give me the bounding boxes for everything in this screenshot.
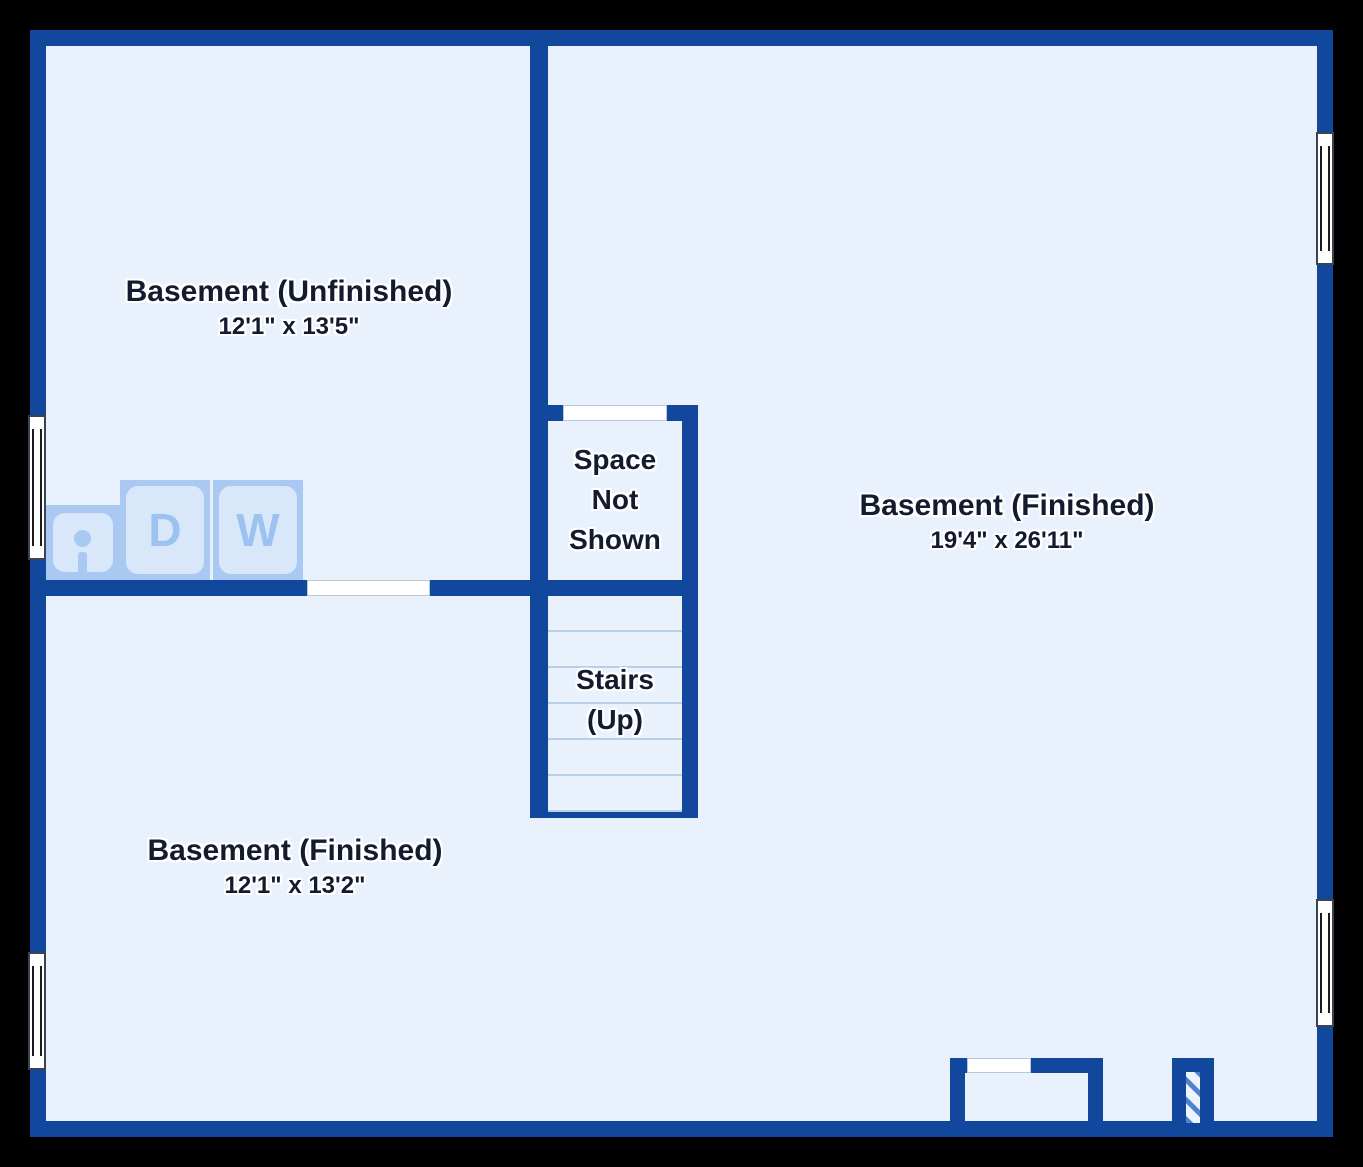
wall-space-not-shown-right (682, 405, 698, 818)
room-label-basement-unfinished: Basement (Unfinished) 12'1" x 13'5" (89, 273, 489, 344)
window-glass (1320, 913, 1330, 1013)
stairs-treads (548, 596, 682, 812)
window-glass (1320, 146, 1330, 251)
utility-sink-icon (46, 505, 120, 580)
wall-closet-left (950, 1058, 965, 1123)
door-jamb-right (1200, 1058, 1214, 1123)
window-right-upper (1316, 132, 1334, 265)
door-opening-closet (967, 1058, 1031, 1073)
room-dimensions: 19'4" x 26'11" (930, 527, 1084, 554)
room-dimensions: 12'1" x 13'2" (224, 872, 366, 899)
wall-exterior-bottom (30, 1121, 1333, 1137)
wall-exterior-top (30, 30, 1333, 46)
room-label-basement-finished-small: Basement (Finished) 12'1" x 13'2" (95, 832, 495, 903)
wall-stairs-bottom (530, 812, 698, 818)
room-label-basement-finished-large: Basement (Finished) 19'4" x 26'11" (807, 487, 1207, 558)
wall-closet-right (1088, 1058, 1103, 1123)
room-title: Basement (Finished) (147, 834, 443, 867)
window-glass (32, 429, 42, 546)
dryer-icon: D (120, 480, 210, 580)
sink-drain-dot (74, 530, 91, 547)
washer-icon: W (213, 480, 303, 580)
window-glass (32, 966, 42, 1056)
door-opening-basement (307, 580, 430, 596)
room-label-space-not-shown: Space Not Shown (569, 444, 661, 555)
opening-space-not-shown (563, 405, 667, 421)
washer-letter: W (236, 504, 280, 556)
dryer-letter: D (148, 504, 182, 556)
room-label-stairs: Stairs (Up) (576, 664, 654, 735)
window-left-upper (28, 415, 46, 560)
sink-faucet-bar (78, 552, 87, 572)
wall-interior-vertical (530, 30, 548, 818)
room-dimensions: 12'1" x 13'5" (218, 313, 360, 340)
hatched-door-icon (1186, 1072, 1200, 1123)
wall-exterior-right (1317, 30, 1333, 1137)
wall-stairs-top (530, 580, 698, 596)
door-jamb-left (1172, 1058, 1186, 1123)
utility-sink-basin (53, 513, 113, 572)
room-title: Basement (Finished) (859, 489, 1155, 522)
room-title: Basement (Unfinished) (125, 275, 453, 308)
wall-interior-horizontal (30, 580, 548, 596)
window-left-lower (28, 952, 46, 1070)
door-header (1172, 1058, 1214, 1072)
window-right-lower (1316, 899, 1334, 1027)
